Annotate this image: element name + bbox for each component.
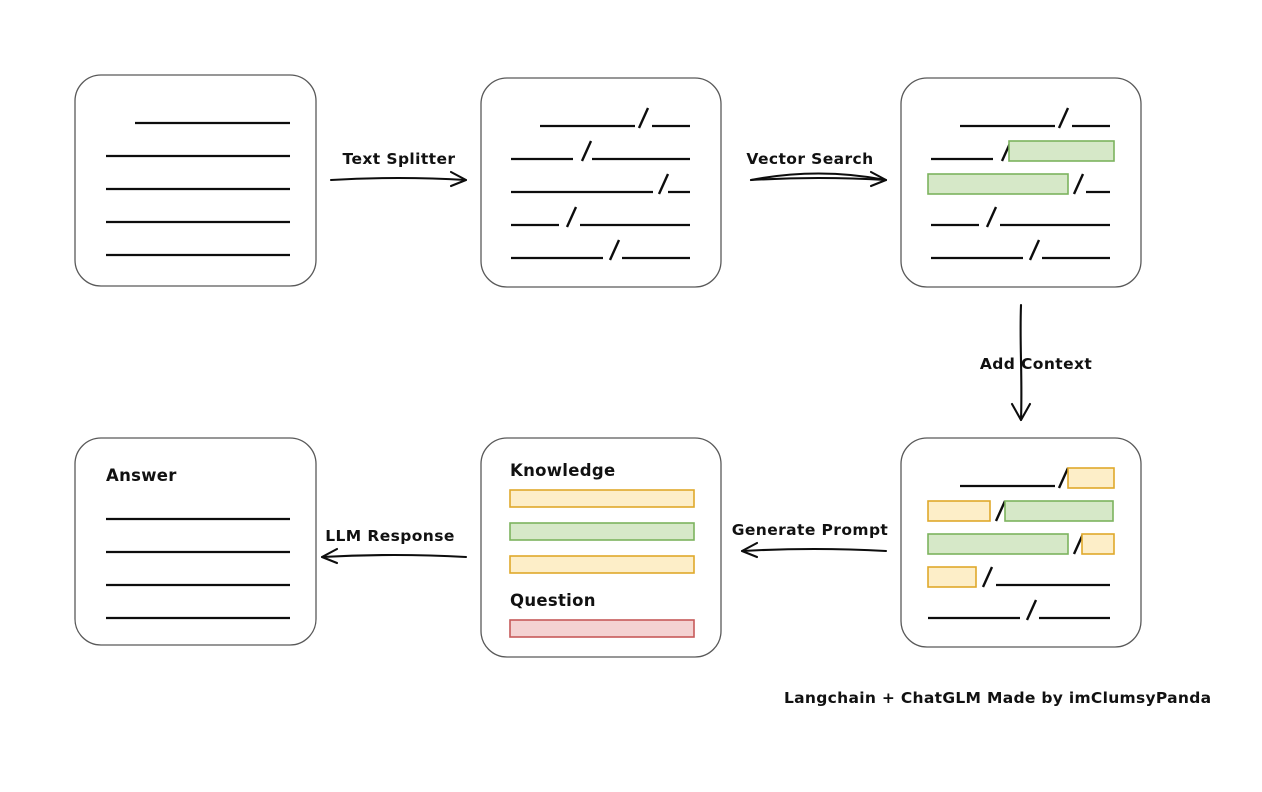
chunk-separator-slash bbox=[608, 239, 621, 261]
chunk-separator-slash bbox=[657, 173, 670, 195]
chunk-bar-yellow bbox=[509, 489, 695, 508]
edge-vector-search-label: Vector Search bbox=[746, 150, 873, 168]
chunk-bar-green bbox=[927, 533, 1069, 555]
question-label: Question bbox=[510, 591, 596, 610]
chunk-separator-slash bbox=[1057, 467, 1070, 489]
chunk-separator-slash bbox=[1072, 173, 1085, 195]
edge-generate-prompt-label: Generate Prompt bbox=[732, 521, 889, 539]
chunk-separator-slash bbox=[1057, 107, 1070, 129]
edge-vector-search: Vector Search bbox=[746, 150, 888, 188]
chunk-bar-green bbox=[927, 173, 1069, 195]
chunk-bar-green bbox=[1004, 500, 1114, 522]
footer-credit: Langchain + ChatGLM Made by imClumsyPand… bbox=[784, 689, 1211, 707]
answer-card: Answer bbox=[74, 437, 317, 646]
chunk-separator-slash bbox=[637, 107, 650, 129]
edge-add-context-label: Add Context bbox=[980, 355, 1093, 373]
context-chunks-card bbox=[900, 437, 1142, 648]
edge-llm-response: LLM Response bbox=[320, 527, 468, 565]
edge-generate-prompt: Generate Prompt bbox=[732, 521, 889, 559]
chunk-bar-yellow bbox=[927, 566, 977, 588]
chunk-separator-slash bbox=[580, 140, 593, 162]
chunk-bar-yellow bbox=[509, 555, 695, 574]
chunk-bar-green bbox=[509, 522, 695, 541]
chunk-separator-slash bbox=[985, 206, 998, 228]
split-chunks-card bbox=[480, 77, 722, 288]
retrieved-chunks-card bbox=[900, 77, 1142, 288]
chunk-separator-slash bbox=[1025, 599, 1038, 621]
edge-add-context: Add Context bbox=[980, 303, 1093, 422]
edge-text-splitter-label: Text Splitter bbox=[343, 150, 456, 168]
knowledge-label: Knowledge bbox=[510, 461, 615, 480]
edge-text-splitter: Text Splitter bbox=[329, 150, 468, 188]
chunk-bar-yellow bbox=[1081, 533, 1115, 555]
chunk-separator-slash bbox=[981, 566, 994, 588]
chunk-bar-yellow bbox=[1067, 467, 1115, 489]
chunk-separator-slash bbox=[994, 500, 1007, 522]
chunk-bar-red bbox=[509, 619, 695, 638]
chunk-separator-slash bbox=[565, 206, 578, 228]
card-title: Answer bbox=[106, 466, 177, 485]
chunk-separator-slash bbox=[1028, 239, 1041, 261]
chunk-bar-yellow bbox=[927, 500, 991, 522]
source-document-card bbox=[74, 74, 317, 287]
chunk-bar-green bbox=[1008, 140, 1115, 162]
edge-llm-response-label: LLM Response bbox=[325, 527, 455, 545]
